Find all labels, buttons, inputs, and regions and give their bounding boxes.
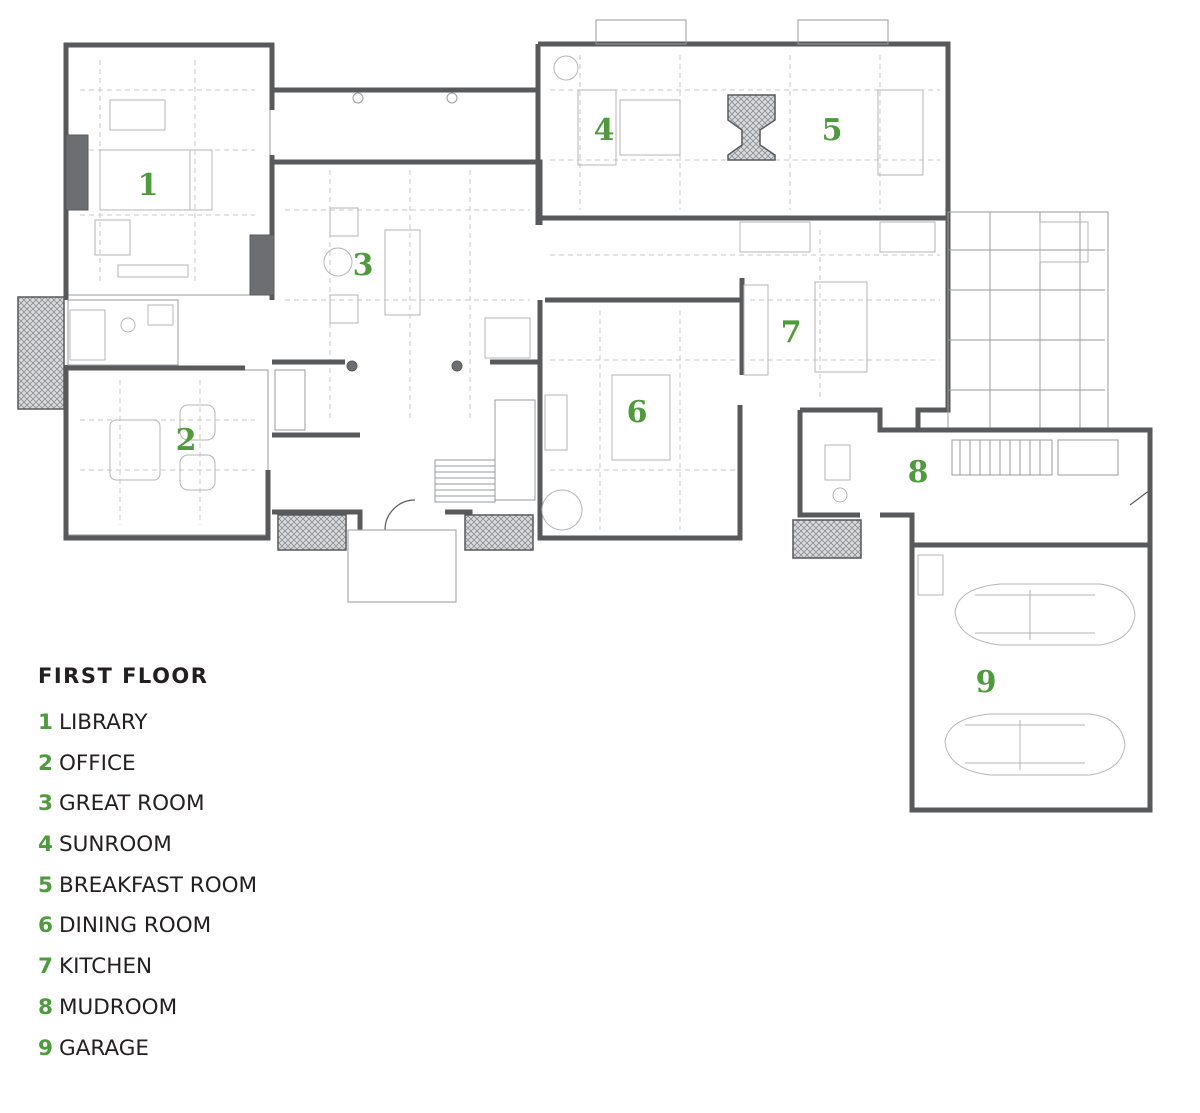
legend-item-label: LIBRARY (58, 710, 148, 735)
front-porch (347, 529, 457, 603)
legend-item-number: 5 (38, 872, 53, 898)
legend-item-label: SUNROOM (58, 832, 172, 858)
room-number-3: 3 (353, 248, 374, 283)
dining-area (537, 297, 743, 541)
office-area (63, 365, 271, 541)
room-number-8: 8 (908, 455, 929, 490)
legend-item-number: 1 (38, 710, 53, 735)
legend-item-number: 9 (38, 1035, 53, 1061)
front-planter-left (277, 514, 347, 551)
legend-item-label: GARAGE (58, 1035, 149, 1061)
floor-plan: 1 2 3 4 5 6 7 8 9 (17, 19, 1153, 813)
front-planter-right (464, 514, 534, 551)
legend-item-number: 2 (38, 750, 53, 776)
garage-area (909, 545, 1153, 813)
great-room-fireplace (249, 234, 275, 296)
room-number-1: 1 (138, 168, 159, 203)
legend-item-number: 8 (38, 994, 53, 1020)
central-fireplace (727, 94, 776, 161)
legend-item-number: 4 (38, 832, 53, 858)
library-area (63, 42, 275, 300)
car-icon (954, 583, 1136, 646)
legend-item-label: MUDROOM (58, 994, 178, 1020)
legend-item-label: GREAT ROOM (58, 791, 205, 817)
room-number-2: 2 (176, 423, 197, 458)
legend-item-number: 6 (38, 913, 53, 939)
left-terrace (17, 296, 65, 410)
sunroom-breakfast-area (535, 19, 951, 225)
legend-item-label: DINING ROOM (58, 913, 212, 939)
legend-item-label: OFFICE (58, 750, 136, 776)
room-number-9: 9 (976, 665, 997, 700)
library-fireplace (65, 134, 89, 211)
car-icon (944, 713, 1126, 776)
kitchen-area (550, 215, 951, 430)
legend-title: FIRST FLOOR (38, 664, 209, 688)
legend-item-label: BREAKFAST ROOM (58, 872, 258, 898)
back-terrace (947, 211, 1109, 433)
room-number-5: 5 (822, 113, 843, 148)
powder-room (67, 299, 179, 366)
room-number-6: 6 (627, 395, 648, 430)
room-number-4: 4 (594, 113, 615, 148)
mudroom-area (797, 407, 1153, 548)
legend-item-number: 3 (38, 791, 53, 817)
side-planter (792, 519, 862, 559)
foyer-area (272, 359, 540, 531)
room-number-7: 7 (781, 315, 802, 350)
legend-item-label: KITCHEN (58, 954, 153, 980)
legend-item-number: 7 (38, 954, 53, 980)
